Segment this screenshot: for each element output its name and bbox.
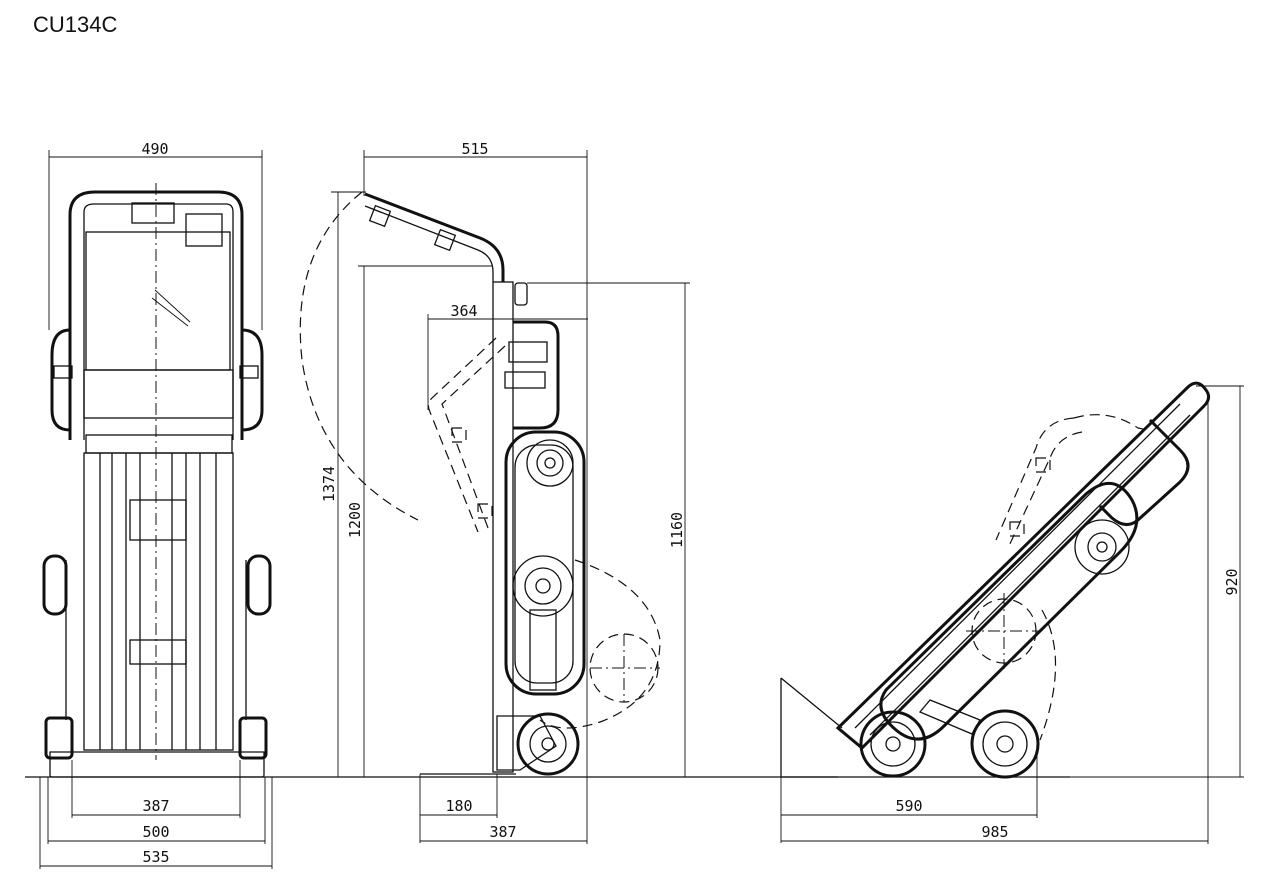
- front-view: 490 387 500 535: [39, 140, 273, 869]
- dim-side-frame-height: 1160: [668, 512, 686, 548]
- dim-side-handle-height: 1200: [346, 502, 364, 538]
- dim-tilted-wheelbase: 590: [895, 797, 922, 815]
- dim-side-total-height: 1374: [320, 466, 338, 502]
- dim-side-handle-offset: 364: [450, 302, 477, 320]
- dim-tilted-overall-length: 985: [981, 823, 1008, 841]
- dim-side-top-width: 515: [461, 140, 488, 158]
- dim-tilted-height: 920: [1223, 568, 1241, 595]
- dim-front-inner-base: 387: [142, 797, 169, 815]
- dim-side-toe-plate: 180: [445, 797, 472, 815]
- side-view: 515 364 1374 1200 1160 180 387: [299, 140, 690, 844]
- drawing-title: CU134C: [33, 12, 118, 37]
- tilted-view: 920 590 985: [780, 381, 1244, 844]
- dim-front-base-width: 500: [142, 823, 169, 841]
- dim-side-base-depth: 387: [489, 823, 516, 841]
- dim-front-top-width: 490: [141, 140, 168, 158]
- dim-front-overall-base: 535: [142, 848, 169, 866]
